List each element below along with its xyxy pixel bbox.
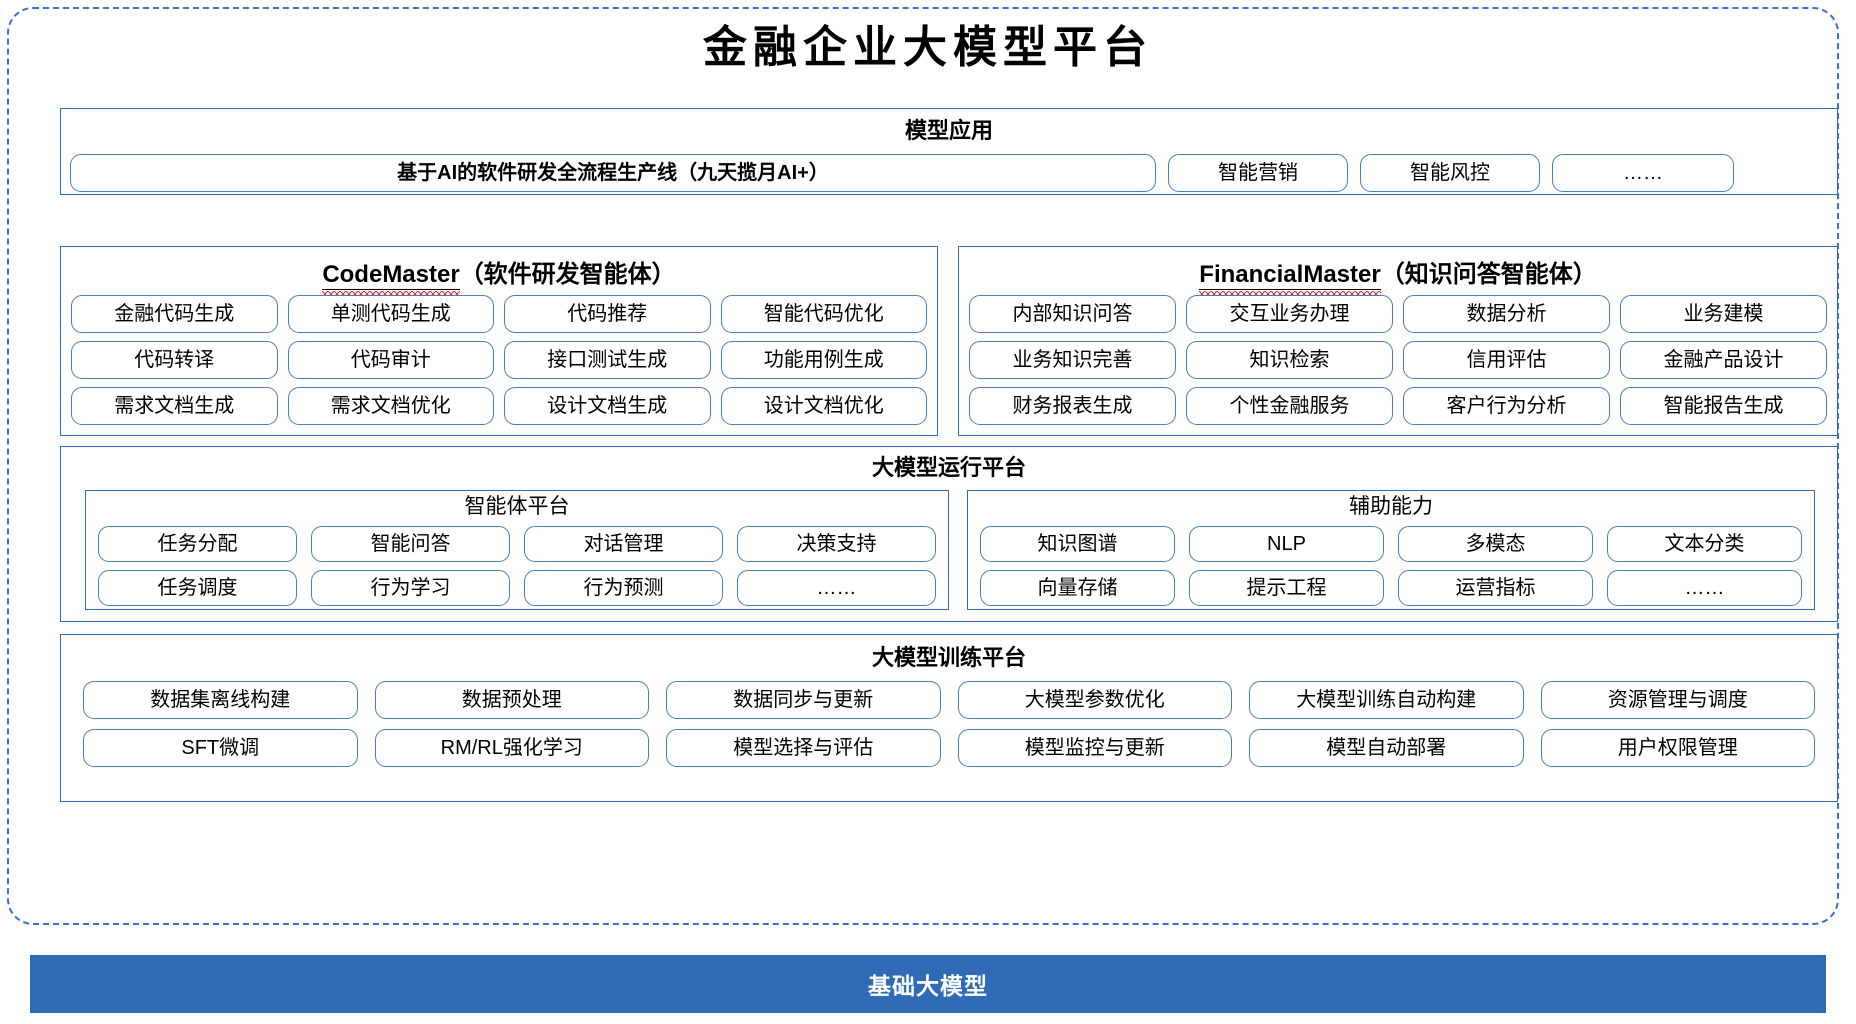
financial-master-suffix: （知识问答智能体） [1380,261,1597,288]
financial-master-name: FinancialMaster [1199,261,1382,295]
page-title: 金融企业大模型平台 [703,22,1153,73]
section-heading-model-application: 模型应用 [904,118,993,143]
code-master-name: CodeMaster [322,261,461,295]
code-master-suffix: （软件研发智能体） [459,261,676,288]
pill-agent-platform-3[interactable]: 决策支持 [737,526,936,562]
section-runtime-platform: 大模型运行平台 智能体平台 任务分配 智能问答 对话管理 决策支持 任务调度 行… [60,446,1838,622]
section-heading-runtime-platform: 大模型运行平台 [871,455,1026,480]
pill-financial-master-10[interactable]: 客户行为分析 [1403,387,1610,425]
pill-financial-master-7[interactable]: 金融产品设计 [1620,341,1827,379]
pill-agent-platform-1[interactable]: 智能问答 [311,526,510,562]
subsection-heading-assist-capability: 辅助能力 [1349,495,1433,518]
pill-intelligent-marketing[interactable]: 智能营销 [1168,154,1348,192]
pill-training-5[interactable]: 资源管理与调度 [1540,681,1815,719]
pill-code-master-10[interactable]: 设计文档生成 [504,387,711,425]
pill-training-11[interactable]: 用户权限管理 [1540,729,1815,767]
subsection-assist-capability: 辅助能力 知识图谱 NLP 多模态 文本分类 向量存储 提示工程 运营指标 …… [967,490,1815,610]
pill-code-master-5[interactable]: 代码审计 [287,341,494,379]
pill-code-master-7[interactable]: 功能用例生成 [720,341,927,379]
pill-code-master-8[interactable]: 需求文档生成 [71,387,278,425]
pill-training-9[interactable]: 模型监控与更新 [957,729,1232,767]
pill-training-7[interactable]: RM/RL强化学习 [374,729,649,767]
assist-capability-grid: 知识图谱 NLP 多模态 文本分类 向量存储 提示工程 运营指标 …… [980,526,1802,606]
pill-financial-master-6[interactable]: 信用评估 [1403,341,1610,379]
section-heading-financial-master: FinancialMaster（知识问答智能体） [959,254,1837,295]
section-training-platform: 大模型训练平台 数据集离线构建 数据预处理 数据同步与更新 大模型参数优化 大模… [60,634,1838,802]
pill-assist-capability-7[interactable]: …… [1607,570,1802,606]
pill-ai-software-pipeline[interactable]: 基于AI的软件研发全流程生产线（九天揽月AI+） [70,154,1156,192]
outer-dashed-frame [7,7,1839,925]
pill-more-ellipsis[interactable]: …… [1552,154,1734,192]
pill-code-master-9[interactable]: 需求文档优化 [287,387,494,425]
base-model-bar: 基础大模型 [30,955,1826,1013]
pill-intelligent-risk-control[interactable]: 智能风控 [1360,154,1540,192]
section-heading-training-platform: 大模型训练平台 [871,645,1026,670]
pill-training-4[interactable]: 大模型训练自动构建 [1249,681,1524,719]
pill-financial-master-2[interactable]: 数据分析 [1403,295,1610,333]
model-application-items-row: 基于AI的软件研发全流程生产线（九天揽月AI+） 智能营销 智能风控 …… [70,154,1830,192]
pill-training-1[interactable]: 数据预处理 [374,681,649,719]
subsection-agent-platform: 智能体平台 任务分配 智能问答 对话管理 决策支持 任务调度 行为学习 行为预测… [85,490,949,610]
pill-training-0[interactable]: 数据集离线构建 [83,681,358,719]
pill-financial-master-3[interactable]: 业务建模 [1620,295,1827,333]
section-financial-master: FinancialMaster（知识问答智能体） 内部知识问答 交互业务办理 数… [958,246,1838,436]
pill-assist-capability-5[interactable]: 提示工程 [1189,570,1384,606]
code-master-capability-grid: 金融代码生成 单测代码生成 代码推荐 智能代码优化 代码转译 代码审计 接口测试… [71,295,927,425]
pill-training-10[interactable]: 模型自动部署 [1249,729,1524,767]
pill-code-master-0[interactable]: 金融代码生成 [71,295,278,333]
pill-code-master-6[interactable]: 接口测试生成 [504,341,711,379]
pill-code-master-3[interactable]: 智能代码优化 [720,295,927,333]
pill-training-8[interactable]: 模型选择与评估 [666,729,941,767]
section-code-master: CodeMaster（软件研发智能体） 金融代码生成 单测代码生成 代码推荐 智… [60,246,938,436]
pill-code-master-4[interactable]: 代码转译 [71,341,278,379]
pill-agent-platform-7[interactable]: …… [737,570,936,606]
pill-assist-capability-2[interactable]: 多模态 [1398,526,1593,562]
pill-agent-platform-4[interactable]: 任务调度 [98,570,297,606]
pill-code-master-11[interactable]: 设计文档优化 [720,387,927,425]
pill-agent-platform-2[interactable]: 对话管理 [524,526,723,562]
pill-financial-master-8[interactable]: 财务报表生成 [969,387,1176,425]
pill-training-3[interactable]: 大模型参数优化 [957,681,1232,719]
pill-financial-master-1[interactable]: 交互业务办理 [1186,295,1393,333]
pill-code-master-2[interactable]: 代码推荐 [504,295,711,333]
subsection-heading-agent-platform: 智能体平台 [464,495,570,518]
pill-assist-capability-0[interactable]: 知识图谱 [980,526,1175,562]
training-platform-capability-grid: 数据集离线构建 数据预处理 数据同步与更新 大模型参数优化 大模型训练自动构建 … [83,681,1815,767]
pill-financial-master-0[interactable]: 内部知识问答 [969,295,1176,333]
financial-master-capability-grid: 内部知识问答 交互业务办理 数据分析 业务建模 业务知识完善 知识检索 信用评估… [969,295,1827,425]
agent-platform-capability-grid: 任务分配 智能问答 对话管理 决策支持 任务调度 行为学习 行为预测 …… [98,526,936,606]
section-heading-code-master: CodeMaster（软件研发智能体） [61,254,937,295]
pill-training-6[interactable]: SFT微调 [83,729,358,767]
pill-financial-master-11[interactable]: 智能报告生成 [1620,387,1827,425]
section-model-application: 模型应用 基于AI的软件研发全流程生产线（九天揽月AI+） 智能营销 智能风控 … [60,108,1838,195]
pill-assist-capability-3[interactable]: 文本分类 [1607,526,1802,562]
pill-financial-master-9[interactable]: 个性金融服务 [1186,387,1393,425]
pill-training-2[interactable]: 数据同步与更新 [666,681,941,719]
pill-financial-master-5[interactable]: 知识检索 [1186,341,1393,379]
pill-code-master-1[interactable]: 单测代码生成 [287,295,494,333]
pill-financial-master-4[interactable]: 业务知识完善 [969,341,1176,379]
base-model-bar-label: 基础大模型 [868,973,988,999]
pill-assist-capability-1[interactable]: NLP [1189,526,1384,562]
pill-assist-capability-4[interactable]: 向量存储 [980,570,1175,606]
pill-agent-platform-5[interactable]: 行为学习 [311,570,510,606]
pill-assist-capability-6[interactable]: 运营指标 [1398,570,1593,606]
pill-agent-platform-6[interactable]: 行为预测 [524,570,723,606]
pill-agent-platform-0[interactable]: 任务分配 [98,526,297,562]
